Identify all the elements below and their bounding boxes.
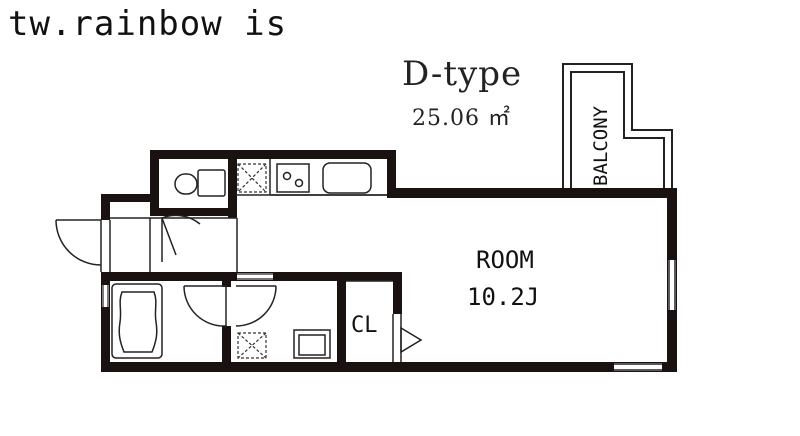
closet-label: CL: [351, 313, 378, 338]
entrance-door: [55, 218, 151, 272]
stove-icon: [276, 163, 310, 193]
toilet-icon: [174, 169, 226, 197]
balcony-label: BALCONY: [590, 105, 612, 186]
washer-space-icon: [237, 163, 267, 193]
room-size-label: 10.2J: [467, 283, 539, 311]
room-label: ROOM: [476, 246, 534, 274]
bathtub-icon: [111, 283, 163, 359]
washroom-door: [235, 285, 277, 327]
bath-door: [183, 285, 227, 327]
sink-icon: [322, 162, 372, 194]
unit-area: 25.06 ㎡: [412, 106, 511, 131]
basin-icon: [293, 329, 331, 359]
unit-type: D-type: [402, 54, 523, 94]
closet-door: [400, 314, 423, 362]
toilet-door: [161, 214, 201, 262]
balcony: [562, 63, 673, 188]
windows: [102, 260, 676, 371]
page-title: tw.rainbow is: [8, 4, 288, 44]
washer-space-lower-icon: [237, 332, 267, 359]
